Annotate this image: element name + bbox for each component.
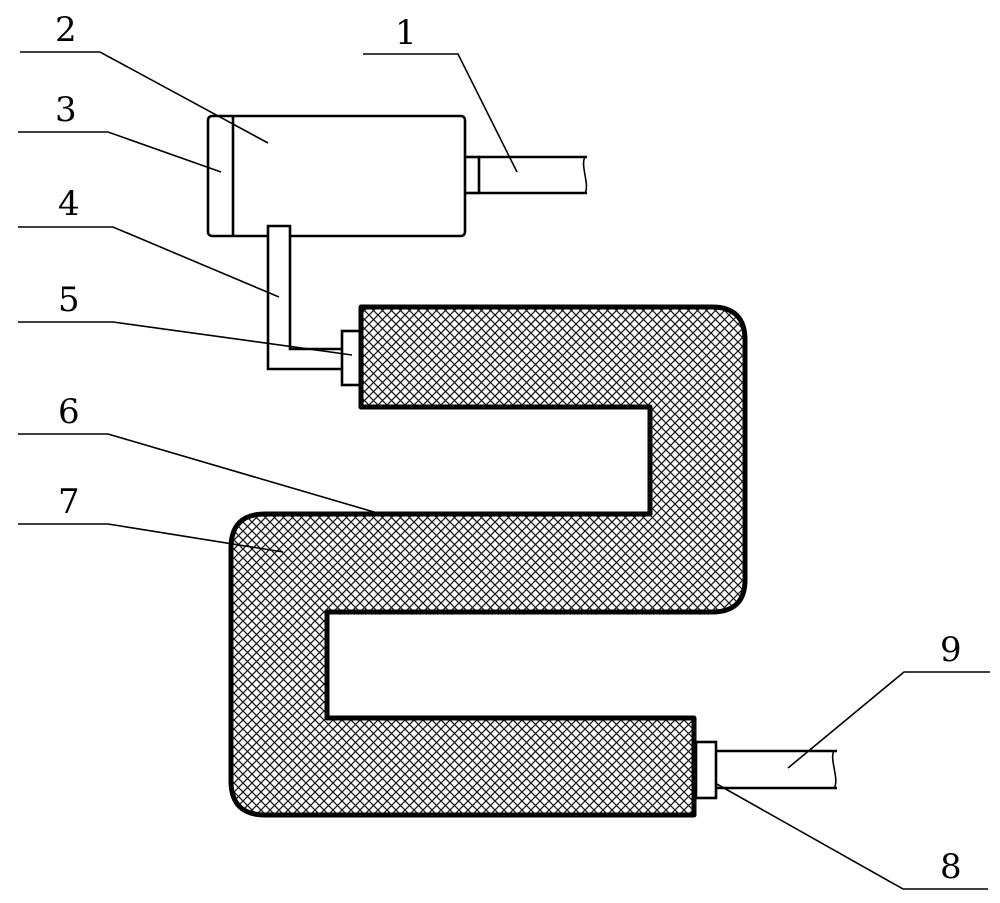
container-box [206, 114, 467, 238]
label-9: 9 [940, 630, 962, 670]
part-labels: 1 2 3 4 5 6 7 8 9 [55, 10, 962, 887]
inlet-connector [340, 329, 363, 387]
outlet-pipe [716, 749, 837, 790]
label-4: 4 [58, 184, 80, 224]
leader-5 [18, 321, 353, 356]
leader-9 [787, 671, 990, 769]
serpentine-mesh-body [228, 304, 748, 818]
leader-4 [18, 226, 280, 298]
label-7: 7 [58, 482, 80, 522]
leader-3 [18, 131, 222, 173]
leader-1 [363, 53, 518, 173]
leader-6 [18, 433, 375, 513]
label-8: 8 [940, 847, 962, 887]
label-5: 5 [58, 280, 80, 320]
leader-7 [18, 523, 284, 553]
label-2: 2 [55, 10, 77, 50]
outlet-connector [694, 740, 718, 800]
leader-2 [20, 51, 269, 144]
leader-lines [18, 51, 990, 890]
label-6: 6 [58, 392, 80, 432]
label-1: 1 [395, 13, 417, 53]
label-3: 3 [55, 90, 77, 130]
leader-8 [714, 782, 988, 890]
inlet-pipe [451, 155, 588, 195]
connecting-tube [266, 224, 346, 371]
